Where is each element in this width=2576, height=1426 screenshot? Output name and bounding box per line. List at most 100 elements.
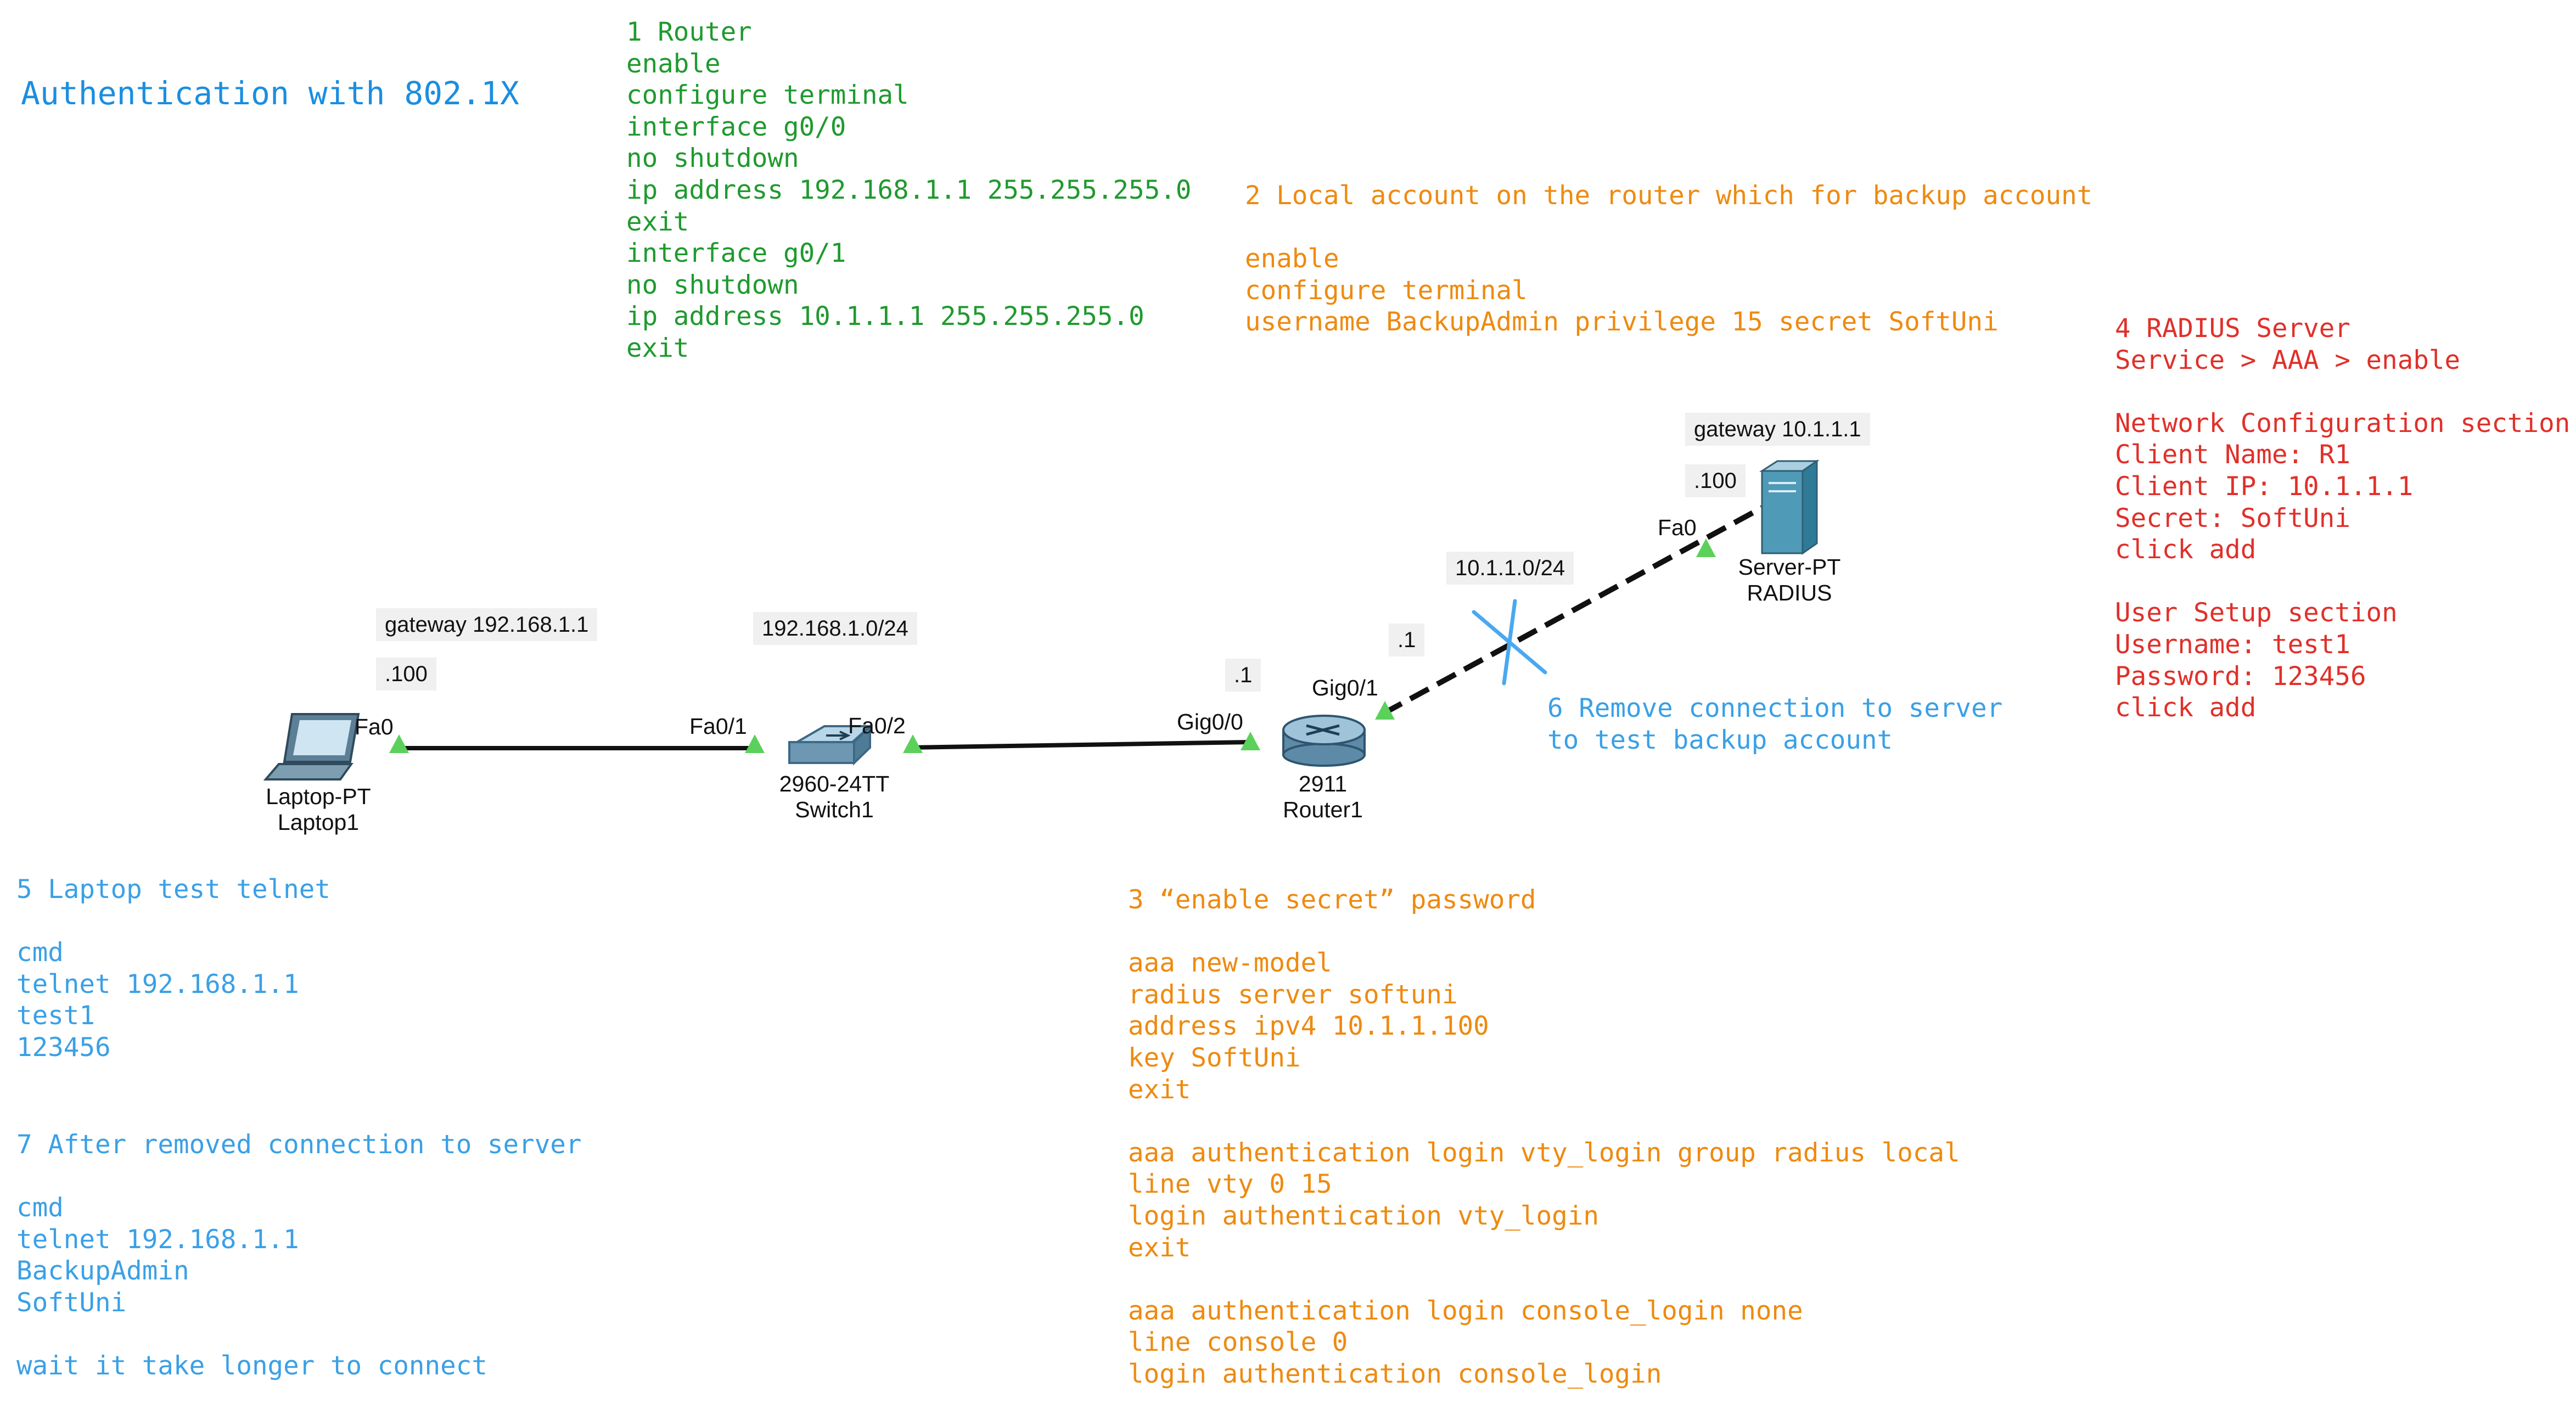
note-line: exit [626, 333, 689, 363]
server-gateway-tag: gateway 10.1.1.1 [1685, 413, 1870, 446]
router-icon[interactable] [1282, 715, 1366, 767]
server-ip-tag: .100 [1685, 464, 1746, 497]
note-line: Username: test1 [2115, 629, 2350, 660]
note-line: click add [2115, 693, 2257, 723]
link-router-server [1382, 505, 1764, 716]
note-line: telnet 192.168.1.1 [16, 969, 299, 1000]
server-icon[interactable] [1759, 459, 1820, 555]
switch-icon[interactable] [788, 723, 873, 766]
port-marker-router-gig01 [1375, 701, 1395, 720]
note-line: Client Name: R1 [2115, 440, 2350, 470]
note-line: line console 0 [1128, 1327, 1348, 1358]
note-line: exit [1128, 1074, 1191, 1105]
step2-local-account-note: 2 Local account on the router which for … [1245, 180, 2092, 338]
note-line: 3 “enable secret” password [1128, 885, 1536, 915]
note-line: radius server softuni [1128, 979, 1458, 1010]
note-line: enable [1245, 244, 1339, 274]
link-switch-router [908, 740, 1252, 750]
laptop-label: Laptop-PT Laptop1 [261, 784, 376, 835]
switch-label: 2960-24TT Switch1 [768, 771, 900, 823]
port-label-router-gig01: Gig0/1 [1312, 675, 1378, 700]
note-line: interface g0/0 [626, 111, 846, 142]
cut-mark-icon [1472, 599, 1547, 686]
note-line: aaa authentication login console_login n… [1128, 1295, 1803, 1326]
note-line: Network Configuration section [2115, 408, 2571, 439]
note-line: exit [1128, 1232, 1191, 1263]
lan-subnet-tag: 192.168.1.0/24 [753, 612, 917, 645]
note-line: click add [2115, 535, 2257, 565]
note-line: enable [626, 48, 721, 79]
note-line: SoftUni [16, 1287, 127, 1318]
note-line: Client IP: 10.1.1.1 [2115, 471, 2414, 502]
router-wan-ip-tag: .1 [1389, 624, 1425, 656]
note-line: key SoftUni [1128, 1042, 1301, 1073]
router-lan-ip-tag: .1 [1225, 659, 1261, 692]
laptop-model: Laptop-PT [266, 784, 371, 809]
note-line: ip address 192.168.1.1 255.255.255.0 [626, 175, 1192, 205]
laptop-icon[interactable] [263, 713, 360, 781]
note-line: ip address 10.1.1.1 255.255.255.0 [626, 301, 1144, 332]
note-line: Password: 123456 [2115, 661, 2366, 692]
port-label-router-gig00: Gig0/0 [1177, 709, 1243, 734]
note-line: wait it take longer to connect [16, 1351, 487, 1382]
port-label-laptop-fa0: Fa0 [355, 714, 394, 739]
server-label: Server-PT RADIUS [1729, 554, 1850, 606]
note-line: cmd [16, 1193, 64, 1223]
note-line: no shutdown [626, 143, 799, 174]
router-model: 2911 [1298, 771, 1348, 796]
port-label-server-fa0: Fa0 [1658, 515, 1697, 540]
note-line: aaa new-model [1128, 948, 1332, 979]
note-line: username BackupAdmin privilege 15 secret… [1245, 307, 1999, 338]
port-marker-server-fa0 [1696, 538, 1716, 557]
note-line: configure terminal [626, 80, 909, 111]
laptop-gateway-tag: gateway 192.168.1.1 [376, 608, 598, 641]
server-model: Server-PT [1738, 554, 1841, 580]
switch-model: 2960-24TT [779, 771, 890, 796]
laptop-name: Laptop1 [277, 810, 360, 835]
switch-name: Switch1 [795, 797, 874, 823]
port-marker-switch-fa01 [745, 734, 765, 753]
note-line: BackupAdmin [16, 1256, 189, 1287]
note-line: Service > AAA > enable [2115, 345, 2461, 375]
note-line: User Setup section [2115, 598, 2398, 628]
router-name: Router1 [1283, 797, 1363, 823]
server-name: RADIUS [1747, 580, 1832, 606]
note-line: interface g0/1 [626, 238, 846, 269]
port-marker-switch-fa02 [903, 734, 923, 753]
note-line: login authentication console_login [1128, 1358, 1662, 1389]
note-line: 6 Remove connection to server [1547, 693, 2003, 723]
note-line: 123456 [16, 1032, 111, 1063]
note-line: telnet 192.168.1.1 [16, 1224, 299, 1255]
note-line: cmd [16, 937, 64, 968]
note-line: no shutdown [626, 270, 799, 300]
laptop-ip-tag: .100 [376, 658, 436, 690]
port-marker-router-gig00 [1241, 732, 1260, 750]
note-line: test1 [16, 1001, 95, 1031]
router-label: 2911 Router1 [1265, 771, 1380, 823]
note-line: configure terminal [1245, 275, 1528, 306]
note-line: Secret: SoftUni [2115, 503, 2350, 534]
diagram-title: Authentication with 802.1X [21, 75, 519, 112]
note-line: 4 RADIUS Server [2115, 313, 2350, 344]
note-line: exit [626, 206, 689, 237]
note-line: 5 Laptop test telnet [16, 874, 330, 905]
note-line: to test backup account [1547, 725, 1893, 755]
port-marker-laptop-fa0 [389, 734, 409, 753]
note-line: 7 After removed connection to server [16, 1130, 582, 1160]
port-label-switch-fa02: Fa0/2 [848, 713, 906, 738]
note-line: address ipv4 10.1.1.100 [1128, 1011, 1489, 1042]
note-line: 2 Local account on the router which for … [1245, 181, 2093, 211]
wan-subnet-tag: 10.1.1.0/24 [1446, 552, 1574, 585]
note-line: aaa authentication login vty_login group… [1128, 1137, 1960, 1168]
port-label-switch-fa01: Fa0/1 [689, 714, 747, 739]
note-line: line vty 0 15 [1128, 1169, 1332, 1200]
note-line: 1 Router [626, 17, 752, 47]
